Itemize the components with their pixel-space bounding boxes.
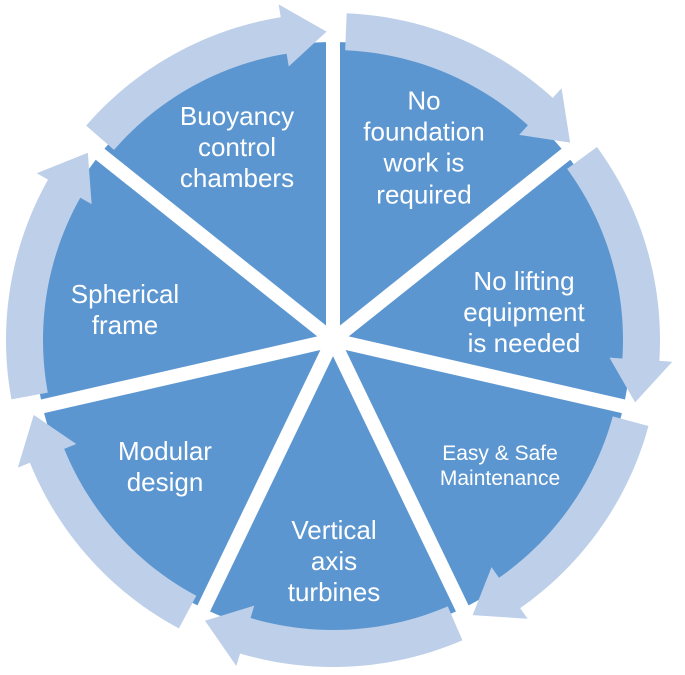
wedge-easy-safe (345, 350, 622, 606)
wedge-modular (44, 350, 321, 606)
wedge-no-foundation (340, 42, 562, 326)
cycle-arrow-buoyancy (86, 4, 327, 150)
cycle-arrow-modular (17, 414, 197, 629)
cycle-arrow-no-lifting (567, 147, 673, 403)
cycle-arrow-spherical (6, 152, 92, 400)
cycle-arrow-vertical-axis (204, 605, 463, 667)
wedge-spherical (35, 159, 318, 400)
cycle-arrow-no-foundation (345, 13, 571, 143)
wedge-buoyancy (104, 42, 327, 326)
wedge-no-lifting (348, 159, 631, 400)
cycle-arrow-easy-safe (472, 416, 649, 619)
wedge-vertical-axis (210, 356, 456, 638)
